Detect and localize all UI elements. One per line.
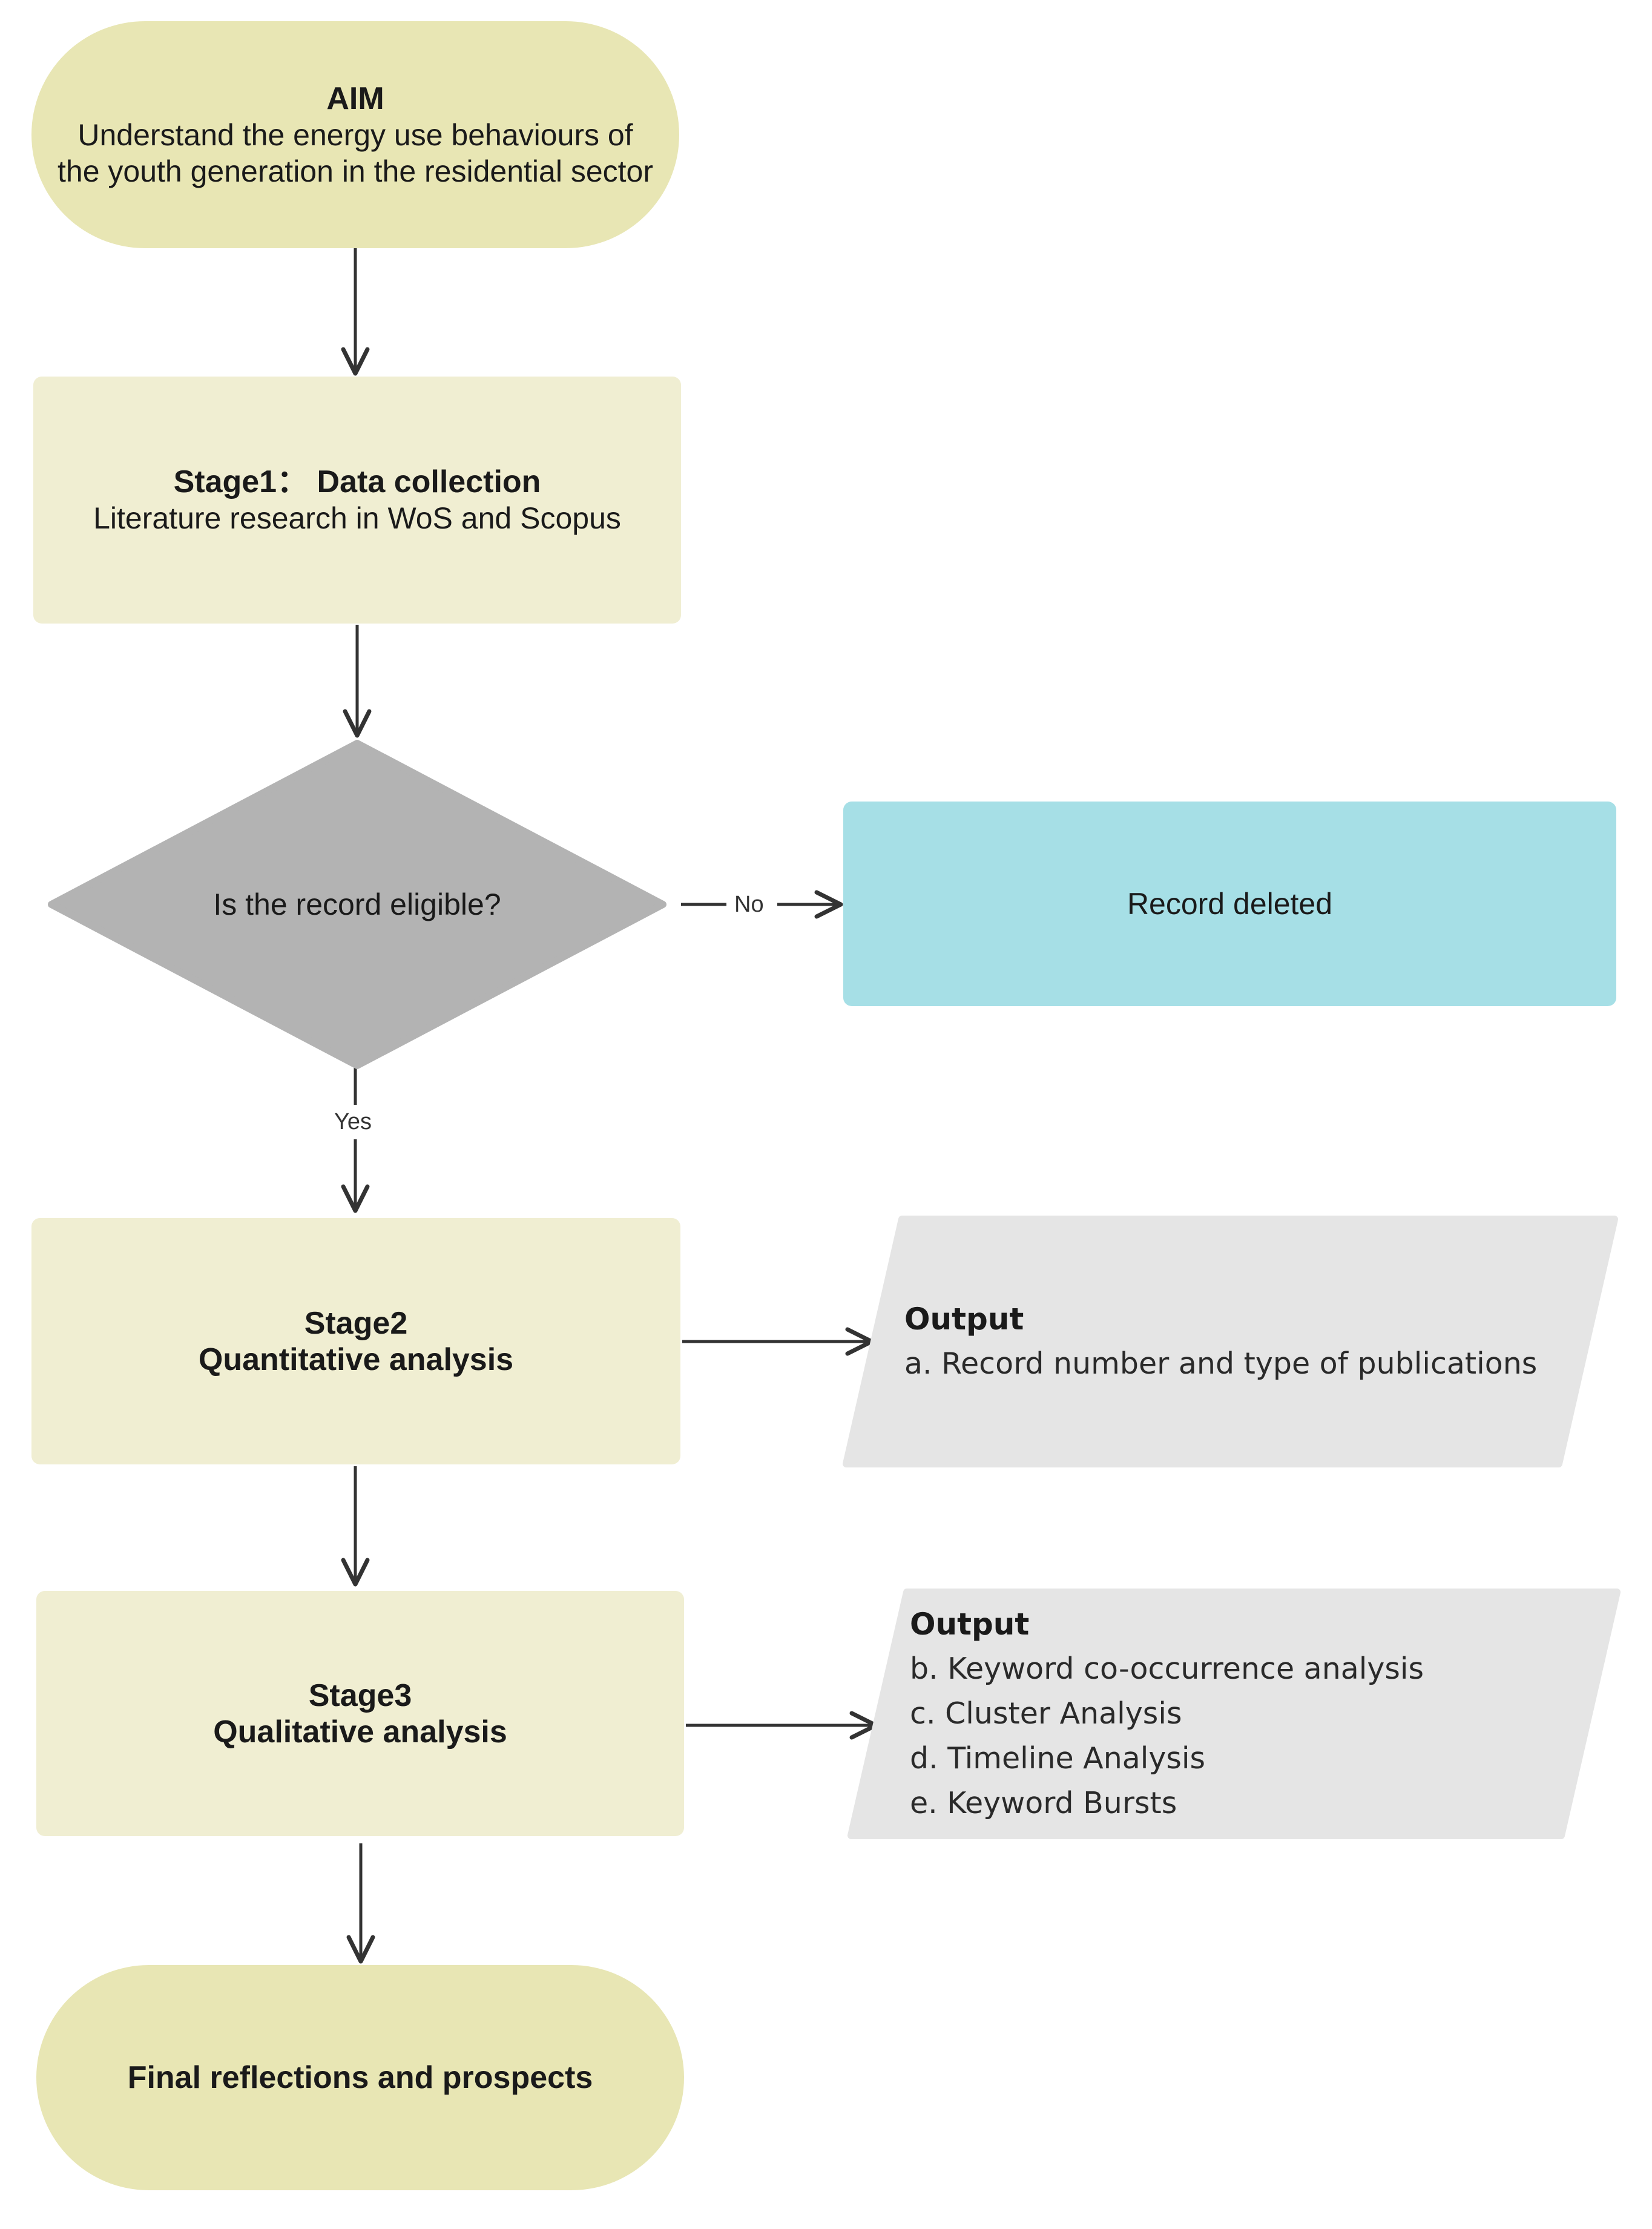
final-text: Final reflections and prospects [127, 2060, 593, 2095]
stage1-title: Stage1： Data collection [173, 464, 541, 499]
output2-item: d. Timeline Analysis [910, 1741, 1206, 1776]
output1-item: a. Record number and type of publication… [904, 1346, 1538, 1381]
decision-diamond [48, 740, 666, 1069]
output1-parallelogram [843, 1216, 1618, 1467]
output2-parallelogram [847, 1589, 1621, 1839]
record-deleted-text: Record deleted [1127, 887, 1333, 921]
stage2-subtitle: Quantitative analysis [198, 1342, 514, 1377]
output2-box: Output b. Keyword co-occurrence analysis… [910, 1592, 1576, 1836]
aim-text: Understand the energy use behaviours of … [58, 117, 653, 188]
output2-item: e. Keyword Bursts [910, 1786, 1177, 1820]
final-terminal: Final reflections and prospects [36, 1965, 684, 2190]
stage2-box: Stage2 Quantitative analysis [31, 1218, 680, 1464]
yes-label: Yes [331, 1108, 375, 1136]
output1-box: Output a. Record number and type of publ… [904, 1219, 1570, 1464]
record-deleted-box: Record deleted [843, 802, 1616, 1006]
no-label: No [731, 891, 768, 918]
output2-title: Output [910, 1607, 1030, 1642]
output1-title: Output [904, 1302, 1024, 1337]
decision-label-box: Is the record eligible? [145, 880, 569, 929]
aim-terminal: AIM Understand the energy use behaviours… [31, 21, 679, 248]
stage1-text: Literature research in WoS and Scopus [93, 501, 621, 535]
output2-item: c. Cluster Analysis [910, 1696, 1182, 1731]
aim-title: AIM [326, 81, 384, 116]
stage3-box: Stage3 Qualitative analysis [36, 1591, 684, 1836]
stage2-title: Stage2 [304, 1305, 408, 1341]
stage1-box: Stage1： Data collection Literature resea… [33, 377, 681, 624]
decision-text: Is the record eligible? [213, 887, 501, 921]
stage3-subtitle: Qualitative analysis [213, 1714, 507, 1750]
stage3-title: Stage3 [308, 1678, 412, 1713]
output2-item: b. Keyword co-occurrence analysis [910, 1651, 1424, 1686]
